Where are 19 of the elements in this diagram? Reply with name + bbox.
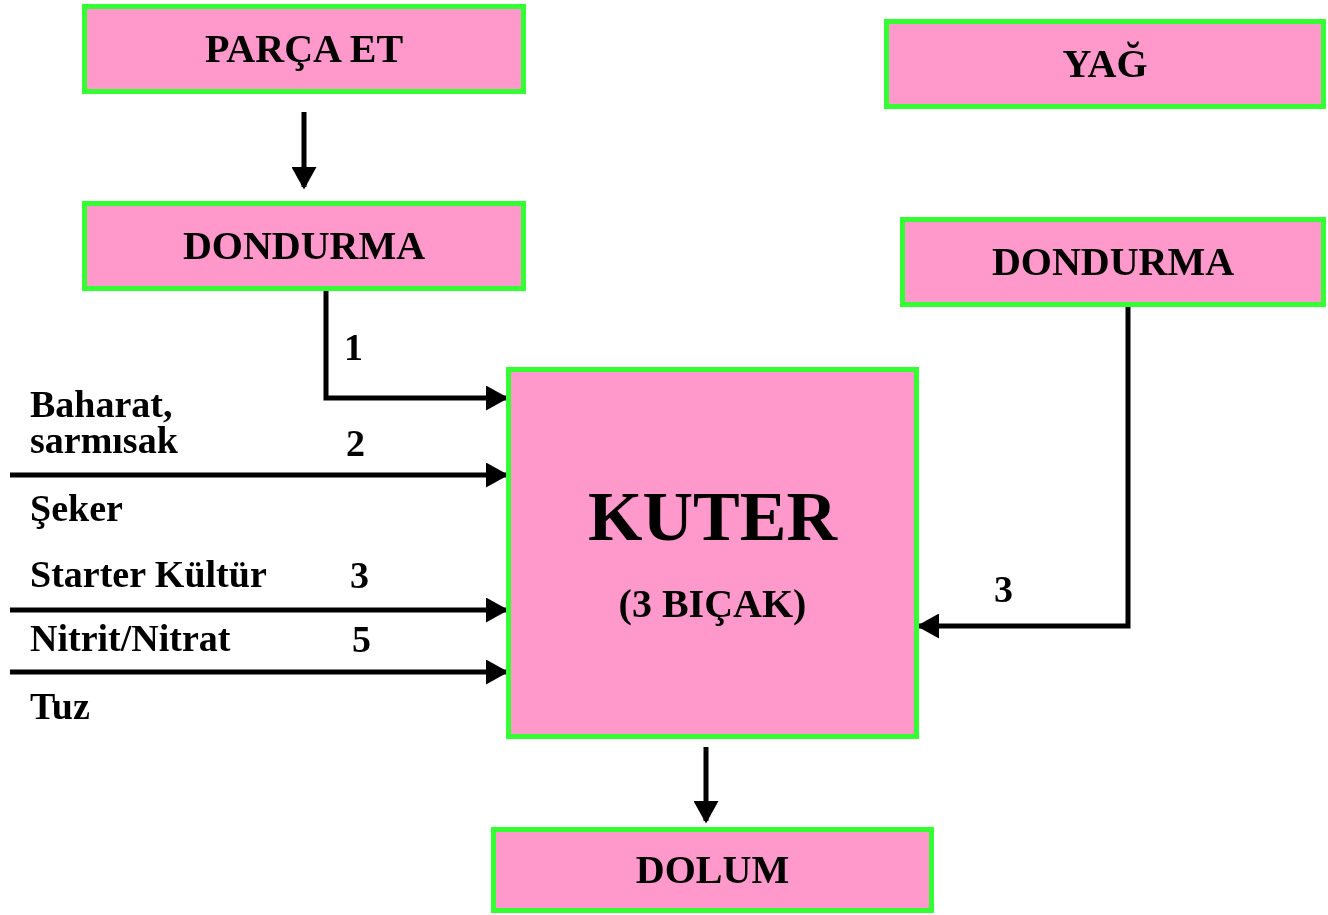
process-box (82, 201, 526, 291)
ingredient-label: Baharat, sarmısak (30, 386, 179, 459)
ingredient-label: Tuz (30, 688, 90, 725)
box-title: DONDURMA (991, 242, 1235, 282)
process-box (82, 4, 526, 94)
process-box (506, 367, 919, 739)
arrow (291, 112, 317, 190)
process-box (491, 827, 934, 913)
box-title: DOLUM (635, 850, 790, 890)
arrow (693, 747, 719, 824)
box-title: DONDURMA (182, 226, 426, 266)
box-subtitle: (3 BIÇAK) (618, 584, 807, 624)
box-title: PARÇA ET (204, 29, 404, 69)
process-box (884, 19, 1326, 109)
box-title: KUTER (588, 482, 837, 552)
ingredient-label: Şeker (30, 490, 123, 527)
process-box (900, 217, 1326, 307)
ingredient-label: Starter Kültür (30, 556, 267, 593)
ingredient-label: Nitrit/Nitrat (30, 620, 231, 657)
